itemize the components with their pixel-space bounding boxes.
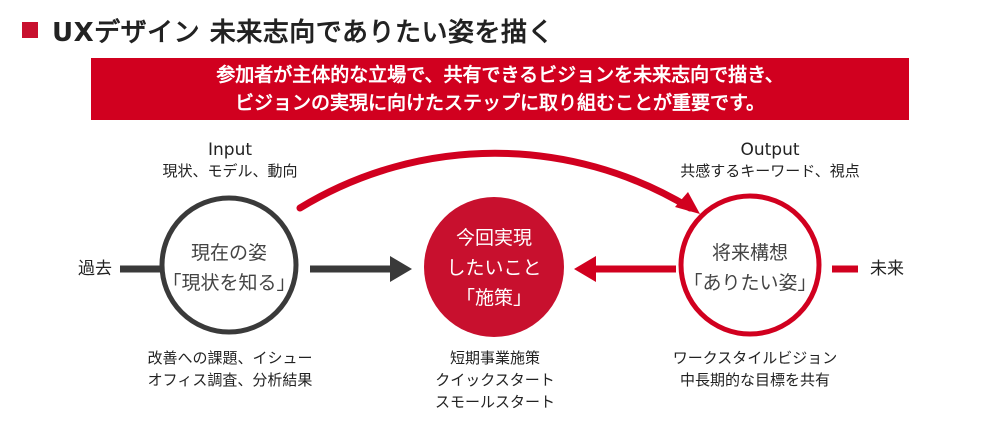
vision-circle (678, 193, 822, 337)
current-note: 改善への課題、イシュー (147, 349, 313, 367)
input-heading: Input (207, 140, 253, 160)
center-goal-line-1: 今回実現 (455, 227, 532, 249)
vision-title: 将来構想 (711, 242, 788, 264)
banner-line-1: 参加者が主体的な立場で、共有できるビジョンを未来志向で描き、 (216, 64, 784, 86)
center-note: クイックスタート (435, 371, 555, 389)
current-to-center-arrowhead (390, 256, 412, 282)
arc-arrowhead (675, 192, 700, 214)
center-goal-circle (424, 197, 564, 337)
page-title: UXデザイン 未来志向でありたい姿を描く (22, 10, 554, 50)
output-heading: Output (740, 140, 800, 160)
vision-subtitle: 「ありたい姿」 (683, 272, 817, 294)
center-goal-line-2: したいこと (446, 257, 542, 279)
vision-to-center-arrowhead (574, 256, 596, 282)
summary-banner: 参加者が主体的な立場で、共有できるビジョンを未来志向で描き、 ビジョンの実現に向… (91, 58, 909, 120)
center-notes: 短期事業施策 クイックスタート スモールスタート (400, 347, 590, 413)
current-note: オフィス調査、分析結果 (147, 371, 313, 389)
current-state-title: 現在の姿 (190, 242, 267, 264)
future-label: 未来 (870, 259, 904, 279)
vision-note: 中長期的な目標を共有 (679, 371, 830, 389)
current-state-subtitle: 「現状を知る」 (162, 272, 296, 294)
vision-label: 将来構想 「ありたい姿」 (677, 238, 823, 298)
past-label: 過去 (78, 259, 112, 279)
banner-line-2: ビジョンの実現に向けたステップに取り組むことが重要です。 (234, 92, 766, 114)
current-notes: 改善への課題、イシュー オフィス調査、分析結果 (120, 347, 340, 391)
current-state-circle (159, 195, 299, 335)
center-note: 短期事業施策 (449, 349, 540, 367)
title-marker (22, 22, 38, 38)
center-goal-line-3: 「施策」 (455, 287, 532, 309)
input-output-arc (296, 149, 694, 212)
input-detail: 現状、モデル、動向 (162, 162, 298, 180)
output-detail: 共感するキーワード、視点 (680, 162, 860, 180)
center-goal-label: 今回実現 したいこと 「施策」 (424, 223, 564, 313)
center-note: スモールスタート (434, 393, 555, 411)
title-text: UXデザイン 未来志向でありたい姿を描く (52, 17, 554, 48)
vision-note: ワークスタイルビジョン (672, 349, 838, 367)
current-state-label: 現在の姿 「現状を知る」 (159, 238, 299, 298)
vision-notes: ワークスタイルビジョン 中長期的な目標を共有 (650, 347, 860, 391)
